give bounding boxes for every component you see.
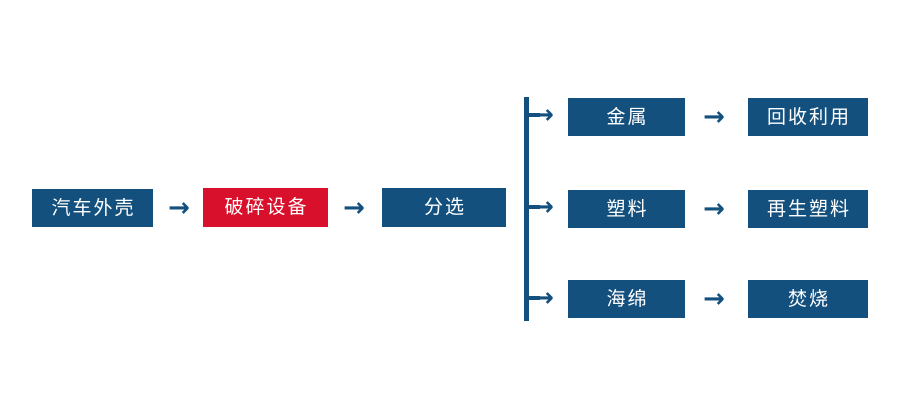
arrow-right-icon-sorting-to-plastic: →: [532, 192, 554, 222]
node-sorting[interactable]: 分选: [382, 188, 506, 227]
node-metal[interactable]: 金属: [568, 98, 685, 136]
node-plastic[interactable]: 塑料: [568, 190, 685, 228]
arrow-right-icon-shredder-to-sorting: →: [343, 193, 365, 223]
branch-stub-sponge: [528, 296, 540, 300]
node-incineration[interactable]: 焚烧: [748, 280, 868, 318]
arrow-right-icon-sponge-to-incineration: →: [703, 284, 725, 314]
arrow-right-icon-plastic-to-recycled-plastic: →: [703, 194, 725, 224]
arrow-right-icon-sorting-to-sponge: →: [532, 283, 554, 313]
branch-trunk-line: [524, 97, 529, 321]
node-sponge[interactable]: 海绵: [568, 280, 685, 318]
node-recycling-reuse[interactable]: 回收利用: [748, 98, 868, 136]
arrow-right-icon-shell-to-shredder: →: [168, 193, 190, 223]
node-shredding-equipment[interactable]: 破碎设备: [203, 188, 328, 227]
node-recycled-plastic[interactable]: 再生塑料: [748, 190, 868, 228]
branch-stub-metal: [528, 113, 540, 117]
branch-stub-plastic: [528, 205, 540, 209]
arrow-right-icon-metal-to-recycle: →: [703, 102, 725, 132]
node-car-shell[interactable]: 汽车外壳: [32, 189, 153, 227]
arrow-right-icon-sorting-to-metal: →: [532, 100, 554, 130]
